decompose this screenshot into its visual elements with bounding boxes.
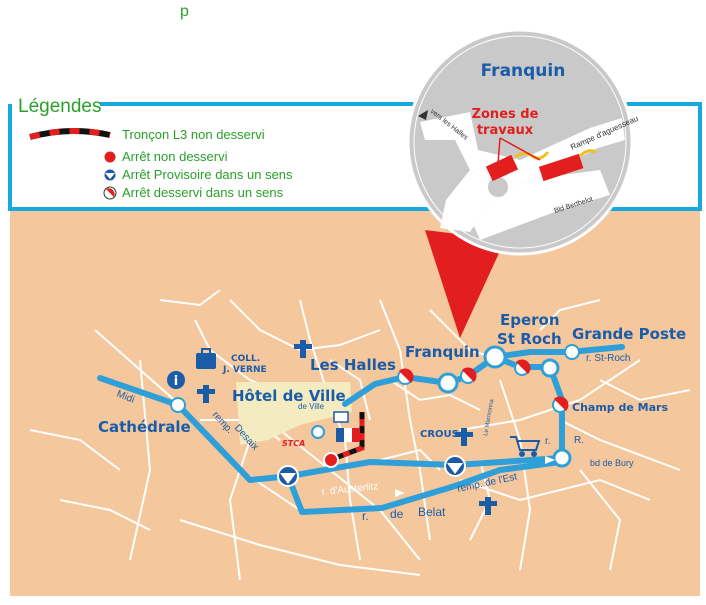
info-icon: i: [167, 371, 185, 389]
street-bd-bury: bd de Bury: [590, 458, 634, 468]
label-les-halles: Les Halles: [310, 356, 396, 374]
church-icon-coll: [197, 385, 215, 403]
school-bag-icon: [196, 348, 216, 369]
street-r2: R.: [574, 435, 584, 446]
label-crous: CROUS: [420, 429, 459, 440]
works-label-2: travaux: [477, 123, 534, 138]
svg-text:i: i: [174, 374, 178, 389]
label-franquin: Franquin: [405, 343, 480, 361]
legend-item-2: Arrêt Provisoire dans un sens: [103, 167, 293, 182]
stop-cathedrale: [170, 397, 186, 413]
works-zone-2: [538, 153, 584, 182]
svg-text:Arrêt non desservi: Arrêt non desservi: [122, 149, 228, 164]
stca-logo-icon: STCA: [282, 439, 305, 448]
svg-text:Arrêt Provisoire dans un sens: Arrêt Provisoire dans un sens: [122, 167, 293, 182]
legend-title: Légendes: [18, 96, 101, 117]
label-grande-poste: Grande Poste: [572, 325, 686, 343]
stop-grande-poste: [564, 344, 580, 360]
street-r: r.: [545, 436, 551, 447]
direction-arrows: [395, 456, 555, 497]
legend-item-0: Tronçon L3 non desservi: [29, 127, 265, 142]
stop-bury: [552, 448, 572, 468]
legend-item-1: Arrêt non desservi: [103, 149, 228, 164]
arrow-icon: [395, 489, 405, 497]
works-label-1: Zones de: [472, 107, 539, 122]
town-hall-sign-icon: [333, 411, 349, 423]
street-belat-de: de: [390, 507, 404, 521]
svg-text:STCA: STCA: [282, 439, 305, 448]
street-belat: Belat: [418, 505, 446, 519]
non-served-section: [329, 412, 365, 463]
street-network: [29, 289, 691, 581]
arrow-left-icon: [418, 110, 428, 120]
label-coll: COLL.: [231, 354, 260, 364]
top-fragment-text: p: [180, 3, 189, 20]
label-st-roch: St Roch: [497, 330, 562, 348]
callout-pin: [425, 230, 505, 338]
street-de-ville: de Ville: [298, 402, 325, 411]
label-cathedrale: Cathédrale: [98, 418, 191, 436]
svg-text:Tronçon L3 non desservi: Tronçon L3 non desservi: [122, 127, 265, 142]
inset-title: Franquin: [481, 61, 566, 81]
label-eperon: Eperon: [500, 311, 560, 329]
street-belat-r: r.: [362, 509, 369, 523]
hotel-de-ville-area: [236, 382, 352, 445]
red-dot-icon: [103, 150, 117, 164]
street-st-roch: r. St-Roch: [586, 353, 630, 364]
church-icon-crous: [455, 428, 473, 446]
label-hotel-de-ville: Hôtel de Ville: [232, 387, 346, 405]
arrow-icon: [545, 456, 555, 464]
tram-stops: [170, 344, 580, 487]
shopping-cart-icon: [510, 436, 541, 457]
inset-circle: Franquin Zones de travaux vers les Halle…: [406, 28, 640, 256]
works-zone-1: [485, 154, 519, 182]
flag-icon: [336, 428, 360, 442]
legend-item-3: Arrêt desservi dans un sens: [103, 185, 284, 200]
stop-junction: [540, 358, 560, 378]
stop-eperon: [483, 345, 507, 369]
label-j-verne: J. VERNE: [222, 365, 267, 375]
label-champ-de-mars: Champ de Mars: [572, 401, 668, 414]
stop-franquin: [437, 372, 459, 394]
church-icon-top: [294, 340, 312, 358]
stop-non-served: [323, 452, 339, 468]
church-icon-bottom: [479, 497, 497, 515]
svg-text:Arrêt desservi dans un sens: Arrêt desservi dans un sens: [122, 185, 284, 200]
stop-hotel-de-ville: [311, 425, 325, 439]
